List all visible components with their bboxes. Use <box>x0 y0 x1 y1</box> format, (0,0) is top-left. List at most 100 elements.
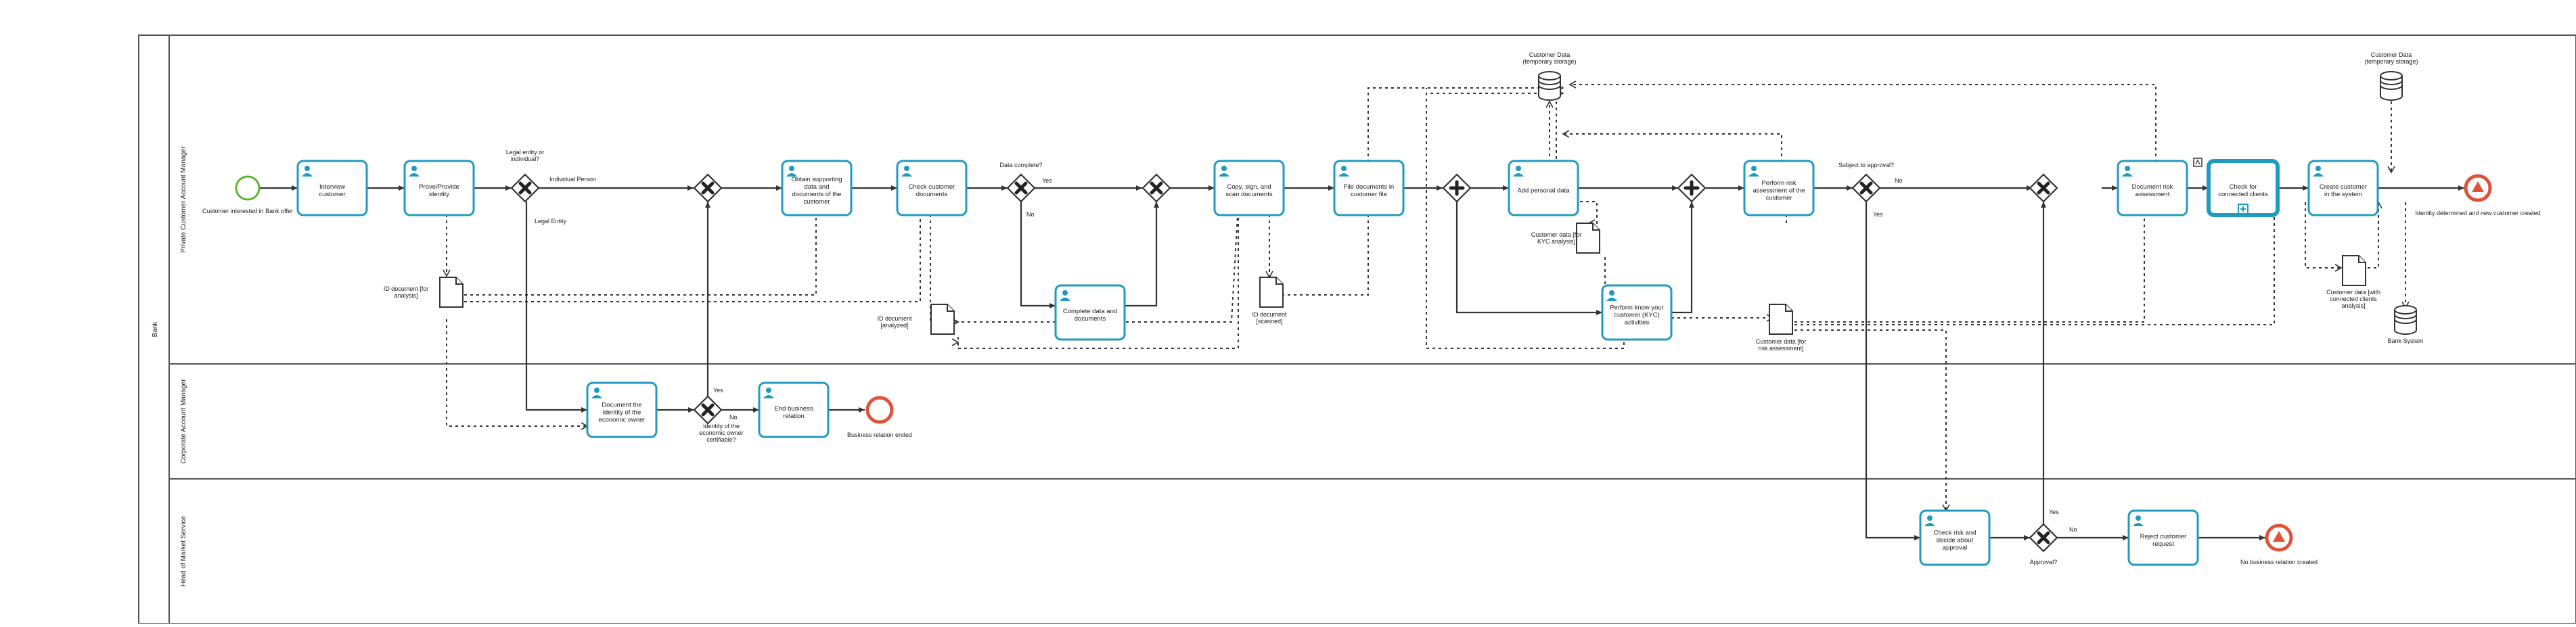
lane-label-head: Head of Market Service <box>180 515 187 586</box>
user-icon <box>786 166 797 177</box>
data-store-temp1[interactable]: Customer Data(temporary storage) <box>1522 51 1577 101</box>
gateway-label: Data complete? <box>999 162 1042 168</box>
data-store-label: Bank System <box>2387 338 2423 344</box>
svg-text:Add personal data: Add personal data <box>1517 187 1570 194</box>
svg-text:(temporary storage): (temporary storage) <box>2364 58 2418 65</box>
svg-text:in the system: in the system <box>2324 191 2362 198</box>
svg-text:Interview: Interview <box>319 183 345 191</box>
info-icon <box>2193 158 2202 167</box>
lane-label-private: Private Customer Account Manager <box>180 145 187 253</box>
gateway-complete[interactable]: Data complete? <box>999 162 1043 203</box>
flow-labels: Individual Person Legal Entity Yes No No… <box>535 176 2077 533</box>
event-end-ended[interactable]: Business relation ended <box>847 396 912 438</box>
gateway-label: Approval? <box>2030 559 2058 565</box>
svg-text:Customer Data: Customer Data <box>1529 51 1571 58</box>
data-object-id-scanned[interactable]: ID document[scanned] <box>1252 277 1287 325</box>
svg-text:End business: End business <box>774 405 813 413</box>
user-icon <box>302 166 313 177</box>
svg-text:risk assessment]: risk assessment] <box>1758 345 1803 352</box>
user-icon <box>763 388 774 398</box>
svg-text:Obtain supporting: Obtain supporting <box>792 176 842 183</box>
pool: Bank Private Customer Account Manager Co… <box>138 34 2576 624</box>
data-object-label: ID document[analyzed] <box>877 315 912 329</box>
svg-text:Customer data [for: Customer data [for <box>1531 231 1582 238</box>
event-end-created[interactable]: Identity determined and new customer cre… <box>2415 174 2541 216</box>
flow-label-legal: Legal Entity <box>535 218 567 225</box>
svg-text:customer file: customer file <box>1351 191 1387 198</box>
user-icon <box>901 166 912 177</box>
svg-text:economic owner: economic owner <box>699 429 744 436</box>
user-icon <box>409 166 420 177</box>
svg-text:Perform risk: Perform risk <box>1761 179 1796 187</box>
gateway-par-split[interactable] <box>1442 173 1472 203</box>
event-start[interactable]: Customer interested in Bank offer <box>202 175 293 214</box>
svg-text:decide about: decide about <box>1937 536 1974 544</box>
gateway-merge3[interactable] <box>2029 173 2058 203</box>
gateway-merge2[interactable] <box>1142 173 1171 203</box>
gateway-par-join[interactable] <box>1677 173 1707 203</box>
svg-text:Data complete?: Data complete? <box>999 162 1042 168</box>
svg-text:relation: relation <box>783 413 804 420</box>
svg-text:KYC analysis]: KYC analysis] <box>1537 238 1575 245</box>
svg-text:ID document: ID document <box>1252 311 1287 318</box>
data-object-id-analyzed[interactable]: ID document[analyzed] <box>877 304 955 335</box>
task-add-personal[interactable]: Add personal data <box>1508 160 1579 216</box>
svg-text:Check customer: Check customer <box>909 183 955 191</box>
data-store-temp2[interactable]: Customer Data(temporary storage) <box>2364 51 2418 101</box>
plus-icon[interactable] <box>2238 204 2249 214</box>
svg-text:customer: customer <box>319 191 345 198</box>
svg-text:Customer data [for: Customer data [for <box>1756 338 1807 345</box>
flow-label-approve-no: No <box>2069 526 2077 533</box>
user-icon <box>591 388 602 398</box>
svg-text:Bank System: Bank System <box>2387 338 2423 344</box>
event-end-nocreated[interactable]: No business relation created <box>2240 524 2318 565</box>
flow-label-approve-yes: Yes <box>2049 509 2059 515</box>
data-store-label: Customer Data(temporary storage) <box>1522 51 1576 65</box>
gateway-merge1[interactable] <box>693 173 723 203</box>
sequence-flows <box>259 185 2464 540</box>
gateway-approval[interactable]: Subject to approval? <box>1838 162 1894 203</box>
svg-text:Subject to approval?: Subject to approval? <box>1838 162 1894 168</box>
svg-text:ID document [for: ID document [for <box>384 285 429 292</box>
svg-text:certifiable?: certifiable? <box>706 436 736 443</box>
svg-text:individual?: individual? <box>511 156 540 162</box>
gateway-approve[interactable]: Approval? <box>2029 523 2058 565</box>
svg-text:ID document: ID document <box>877 315 912 322</box>
svg-text:Create customer: Create customer <box>2320 183 2367 191</box>
flow-label-approval-no: No <box>1895 177 1903 184</box>
data-store-bank[interactable]: Bank System <box>2387 305 2424 344</box>
